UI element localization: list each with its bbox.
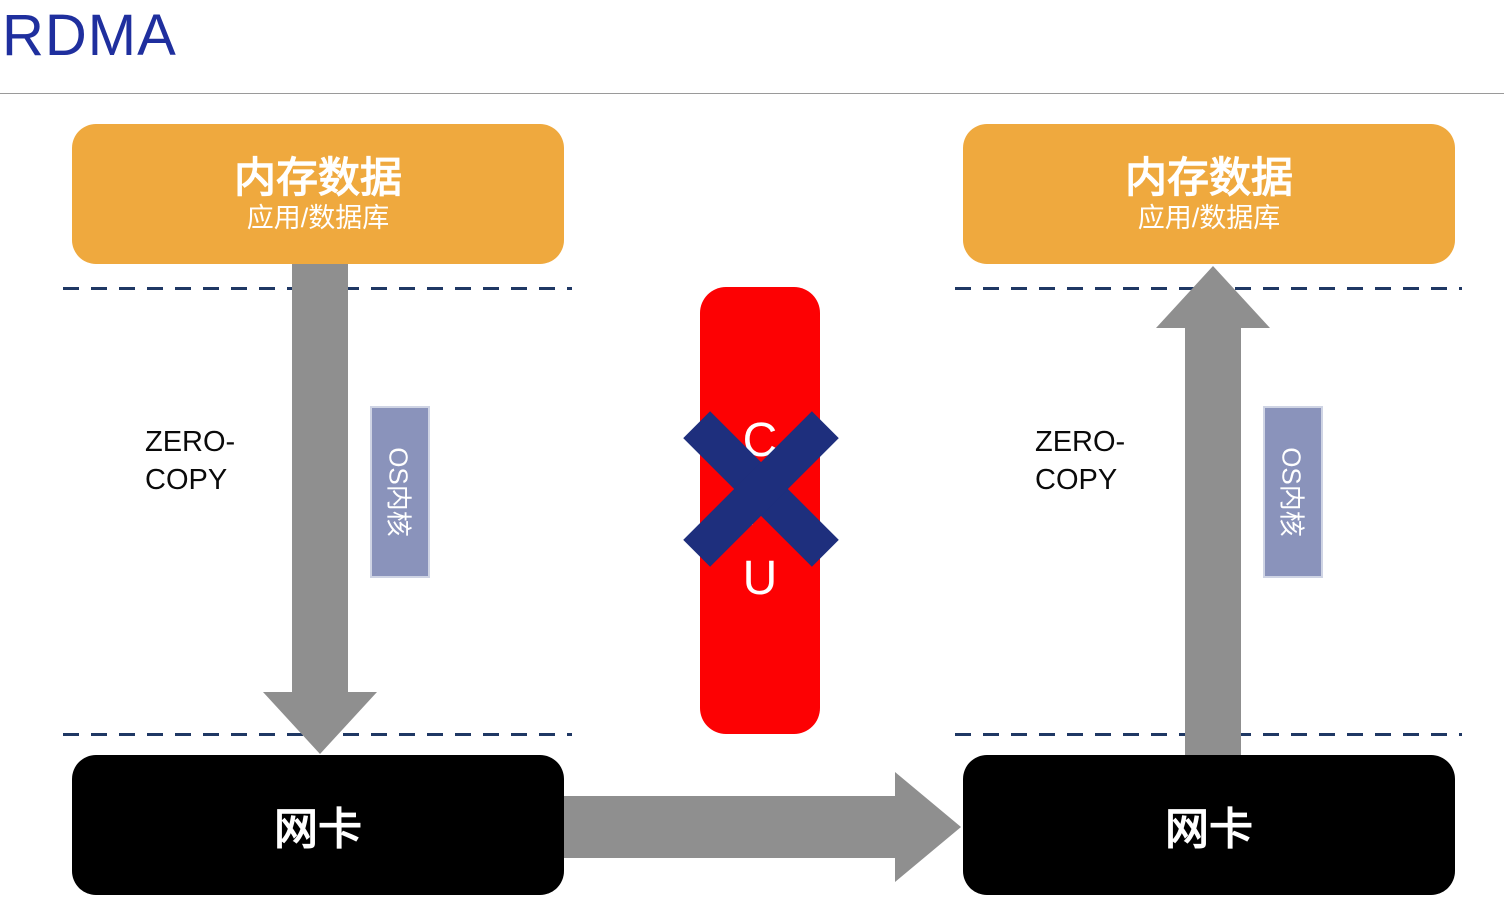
memory-box-left-subtitle: 应用/数据库 (246, 202, 390, 233)
nic-label-right: 网卡 (1165, 805, 1253, 854)
nic-box-right: 网卡 (963, 755, 1455, 895)
memory-box-right-title: 内存数据 (1124, 154, 1293, 202)
memory-box-left-title: 内存数据 (233, 154, 402, 202)
memory-box-right: 内存数据 应用/数据库 (963, 124, 1455, 264)
transfer-arrow-head (895, 772, 961, 882)
os-kernel-box-left: OS内核 (370, 406, 430, 578)
os-kernel-box-right: OS内核 (1263, 406, 1323, 578)
zero-copy-label-left: ZERO- COPY (145, 426, 236, 497)
transfer-arrow-icon (540, 772, 961, 882)
transfer-arrow-shaft (540, 796, 895, 858)
title-divider (0, 93, 1504, 94)
down-arrow-shaft (292, 260, 348, 692)
nic-box-left: 网卡 (72, 755, 564, 895)
memory-box-right-subtitle: 应用/数据库 (1137, 202, 1281, 233)
up-arrow-head (1156, 266, 1270, 328)
zero-copy-label-right: ZERO- COPY (1035, 426, 1126, 497)
os-kernel-label-left: OS内核 (383, 447, 414, 537)
page-title: RDMA (2, 3, 177, 68)
up-arrow-shaft (1185, 328, 1241, 768)
down-arrow-icon (263, 260, 377, 754)
cpu-letter-u: U (742, 551, 778, 605)
up-arrow-icon (1156, 266, 1270, 768)
os-kernel-label-right: OS内核 (1276, 447, 1307, 537)
memory-box-left: 内存数据 应用/数据库 (72, 124, 564, 264)
nic-label-left: 网卡 (274, 805, 362, 854)
down-arrow-head (263, 692, 377, 754)
